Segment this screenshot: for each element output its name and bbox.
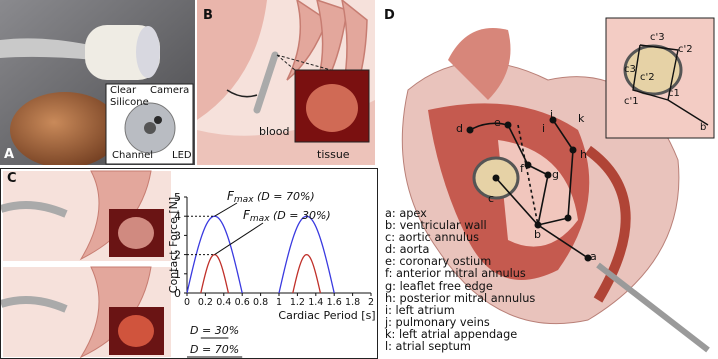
x-tick-label: 0.4	[216, 297, 231, 308]
legend-item: h: posterior mitral annulus	[385, 293, 535, 305]
inset-label: c1	[668, 88, 680, 99]
panel-a: A Clear Silicone Camera Channel LED	[0, 0, 195, 165]
callout-channel: Channel	[112, 150, 153, 161]
panel-b-illustration	[197, 0, 375, 165]
x-tick-label: 1	[276, 297, 282, 308]
callout-led: LED	[172, 150, 192, 161]
legend-item: f: anterior mitral annulus	[385, 268, 535, 280]
x-tick-label: 1.6	[327, 297, 342, 308]
x-tick-label: 0	[184, 297, 190, 308]
node-label-a: a	[590, 250, 597, 263]
x-tick-label: 1.4	[308, 297, 323, 308]
series-1-pulse-0	[201, 255, 229, 293]
x-axis-label: Cardiac Period [s]	[278, 309, 375, 322]
node-label-c: c	[488, 192, 494, 205]
node-label-k: k	[578, 112, 584, 125]
node-label-i: i	[542, 122, 545, 135]
callout-silicone: Silicone	[110, 97, 149, 108]
callout-blood: blood	[259, 125, 289, 138]
series-1-pulse-1	[293, 255, 321, 293]
x-tick-label: 0.2	[198, 297, 213, 308]
legend-item: g: leaflet free edge	[385, 281, 535, 293]
leader-70	[215, 203, 237, 216]
annotation-fmax-30: Fmax (D = 30%)	[243, 208, 331, 224]
x-tick-label: 2	[368, 297, 374, 308]
panel-label: D	[384, 8, 395, 23]
annotation-fmax-70: Fmax (D = 70%)	[227, 189, 315, 205]
panel-a-photo	[0, 0, 195, 165]
node-label-g: g	[552, 168, 559, 181]
panel-label: A	[4, 147, 14, 162]
inset-label: c'2	[640, 72, 655, 83]
x-tick-label: 0.6	[235, 297, 250, 308]
panel-label: B	[203, 8, 213, 23]
node-label-e: e	[494, 116, 501, 129]
inset-label: c'3	[650, 32, 665, 43]
leader-30	[215, 223, 263, 255]
x-tick-label: 1.8	[345, 297, 360, 308]
node-label-h: h	[580, 148, 587, 161]
inset-label: c'1	[624, 96, 639, 107]
callout-tissue: tissue	[317, 148, 350, 161]
node-label-d: d	[456, 122, 463, 135]
heart-landmark-legend: a: apex b: ventricular wall c: aortic an…	[385, 208, 535, 353]
legend-item: l: atrial septum	[385, 341, 535, 353]
node-label-f: f	[520, 162, 524, 175]
x-tick-label: 0.8	[253, 297, 268, 308]
node-label-j: j	[550, 108, 553, 121]
panel-b: B blood tissue	[197, 0, 375, 165]
inset-label: b	[700, 122, 706, 133]
penny	[10, 92, 120, 165]
callout-clear: Clear	[110, 85, 136, 96]
inset-label: c'2	[678, 44, 693, 55]
duty-30-label: D = 30%	[190, 324, 239, 337]
inset-label: c3	[624, 64, 636, 75]
y-axis-label: Contact Force [N]	[167, 197, 180, 293]
callout-camera: Camera	[150, 85, 189, 96]
x-tick-label: 1.2	[290, 297, 305, 308]
duty-70-label: D = 70%	[190, 343, 239, 356]
